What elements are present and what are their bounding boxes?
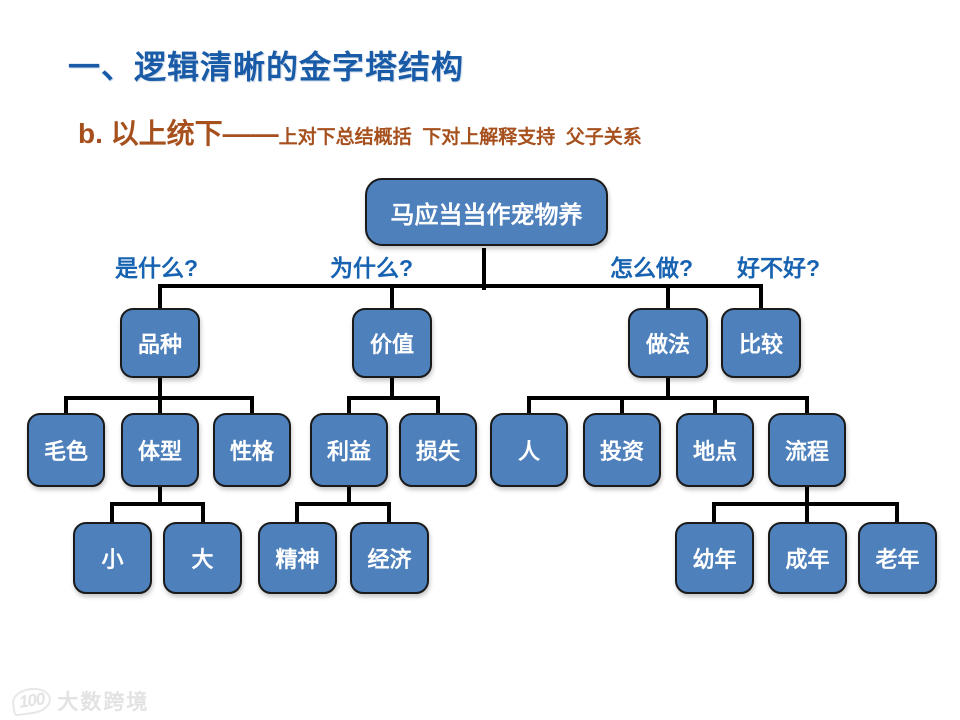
tree-node-economic: 经济 (350, 522, 429, 594)
connector-line (250, 398, 254, 415)
connector-line (295, 502, 391, 506)
connector-line (158, 376, 162, 400)
connector-line (712, 504, 716, 524)
connector-line (805, 398, 809, 415)
connector-line (805, 485, 809, 506)
connector-line (347, 485, 351, 506)
connector-line (110, 504, 114, 524)
tree-node-investment: 投资 (583, 413, 661, 487)
tree-node-small: 小 (73, 522, 152, 594)
connector-line (620, 398, 624, 415)
connector-line (158, 286, 162, 310)
connector-line (158, 284, 763, 288)
connector-line (759, 286, 763, 310)
tree-node-breed: 品种 (120, 308, 200, 378)
connector-line (482, 248, 486, 290)
tree-node-adult: 成年 (768, 522, 847, 594)
watermark-logo-icon: 100 (10, 685, 53, 717)
question-how: 怎么做? (610, 255, 694, 281)
connector-line (110, 502, 205, 506)
question-why: 为什么? (330, 255, 414, 281)
connector-line (158, 485, 162, 506)
connector-line (295, 504, 299, 524)
question-what: 是什么? (115, 255, 199, 281)
connector-line (666, 376, 670, 400)
tree-node-method: 做法 (628, 308, 708, 378)
connector-line (201, 504, 205, 524)
tree-node-big: 大 (163, 522, 242, 594)
tree-node-process: 流程 (768, 413, 846, 487)
tree-node-old: 老年 (858, 522, 937, 594)
tree-node-value: 价值 (352, 308, 432, 378)
connector-line (387, 504, 391, 524)
connector-line (158, 398, 162, 415)
connector-line (436, 398, 440, 415)
connector-line (347, 398, 351, 415)
subtitle: b. 以上统下—— 上对下总结概括 下对上解释支持 父子关系 (78, 112, 642, 152)
tree-node-spiritual: 精神 (258, 522, 337, 594)
connector-line (527, 398, 531, 415)
tree-node-coat-color: 毛色 (27, 413, 105, 487)
connector-line (64, 398, 68, 415)
connector-line (347, 396, 440, 400)
page-title: 一、逻辑清晰的金字塔结构 (68, 49, 465, 85)
connector-line (390, 376, 394, 400)
tree-node-compare: 比较 (721, 308, 801, 378)
subtitle-lead: b. 以上统下—— (78, 118, 279, 149)
connector-line (895, 504, 899, 524)
tree-node-benefit: 利益 (310, 413, 388, 487)
tree-node-location: 地点 (676, 413, 754, 487)
watermark-text: 大数跨境 (57, 691, 150, 714)
tree-node-loss: 损失 (399, 413, 477, 487)
question-good: 好不好? (737, 255, 821, 281)
tree-node-character: 性格 (213, 413, 291, 487)
connector-line (390, 286, 394, 310)
connector-line (713, 398, 717, 415)
connector-line (666, 286, 670, 310)
watermark: 100 大数跨境 (10, 685, 150, 717)
tree-node-people: 人 (490, 413, 568, 487)
connector-line (805, 504, 809, 524)
tree-node-root: 马应当当作宠物养 (365, 178, 608, 246)
connector-line (527, 396, 809, 400)
subtitle-detail: 上对下总结概括 下对上解释支持 父子关系 (278, 127, 642, 148)
tree-node-body-type: 体型 (121, 413, 199, 487)
tree-node-young: 幼年 (675, 522, 754, 594)
